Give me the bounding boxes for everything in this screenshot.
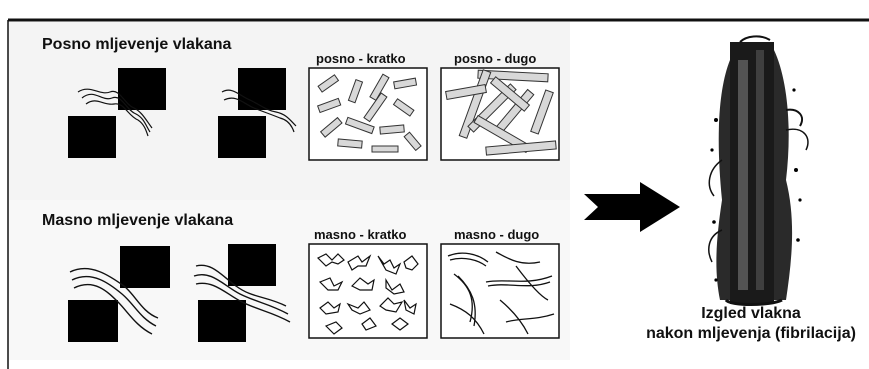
wet-section-title: Masno mljevenje vlakana [42,212,233,230]
fiber-caption-line1: Izgled vlakna [638,304,864,324]
wet-long-fibers-box [441,244,559,338]
result-arrow [584,182,680,232]
fibrillated-fiber-image [709,36,808,304]
fiber-caption: Izgled vlakna nakon mljevenja (fibrilaci… [638,304,864,344]
dry-long-fibers-box [441,68,559,160]
wet-short-label: masno - kratko [314,227,406,242]
wet-short-fibers-box [309,244,427,338]
dry-short-fibers-box [309,68,427,160]
wet-long-label: masno - dugo [454,227,539,242]
fiber-caption-line2: nakon mljevenja (fibrilacija) [638,324,864,344]
dry-long-label: posno - dugo [454,51,536,66]
dry-short-label: posno - kratko [316,51,406,66]
dry-section-title: Posno mljevenje vlakana [42,36,231,54]
